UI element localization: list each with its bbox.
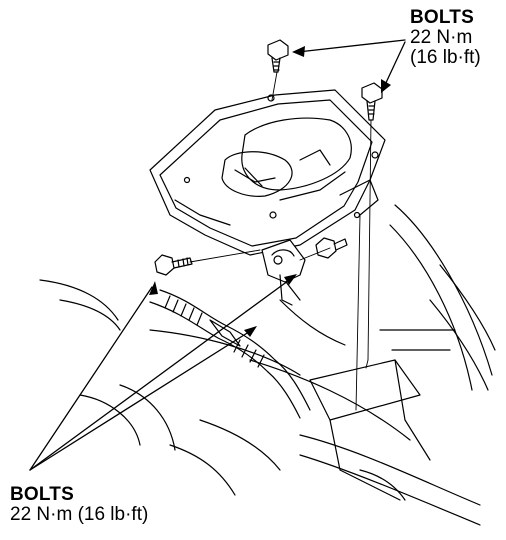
side-bolt-right (315, 237, 348, 259)
top-bolt-right (361, 82, 383, 121)
top-arrowheads (292, 46, 391, 93)
alignment-lines (189, 71, 372, 411)
top-bolts-title: BOLTS (410, 7, 474, 28)
top-bolts-torque-nm: 22 N·m (410, 26, 473, 48)
bottom-leader-lines (29, 277, 293, 471)
side-bolt-left (154, 254, 193, 276)
vehicle-body-structure (39, 204, 496, 526)
top-bolts-torque-lbft: (16 lb·ft) (410, 46, 481, 68)
bottom-bolts-title: BOLTS (10, 484, 74, 505)
lower-clamp (261, 239, 306, 306)
bottom-bolts-callout: BOLTS 22 N·m (16 lb·ft) (10, 485, 148, 525)
top-leader-lines (297, 39, 406, 88)
wire-harness (149, 289, 311, 419)
bottom-bolts-torque: 22 N·m (16 lb·ft) (10, 503, 149, 525)
top-bolts-callout: BOLTS 22 N·m (16 lb·ft) (410, 8, 481, 68)
mount-bracket (149, 89, 386, 256)
top-bolt-left (267, 39, 289, 73)
bottom-arrowheads (149, 274, 297, 337)
